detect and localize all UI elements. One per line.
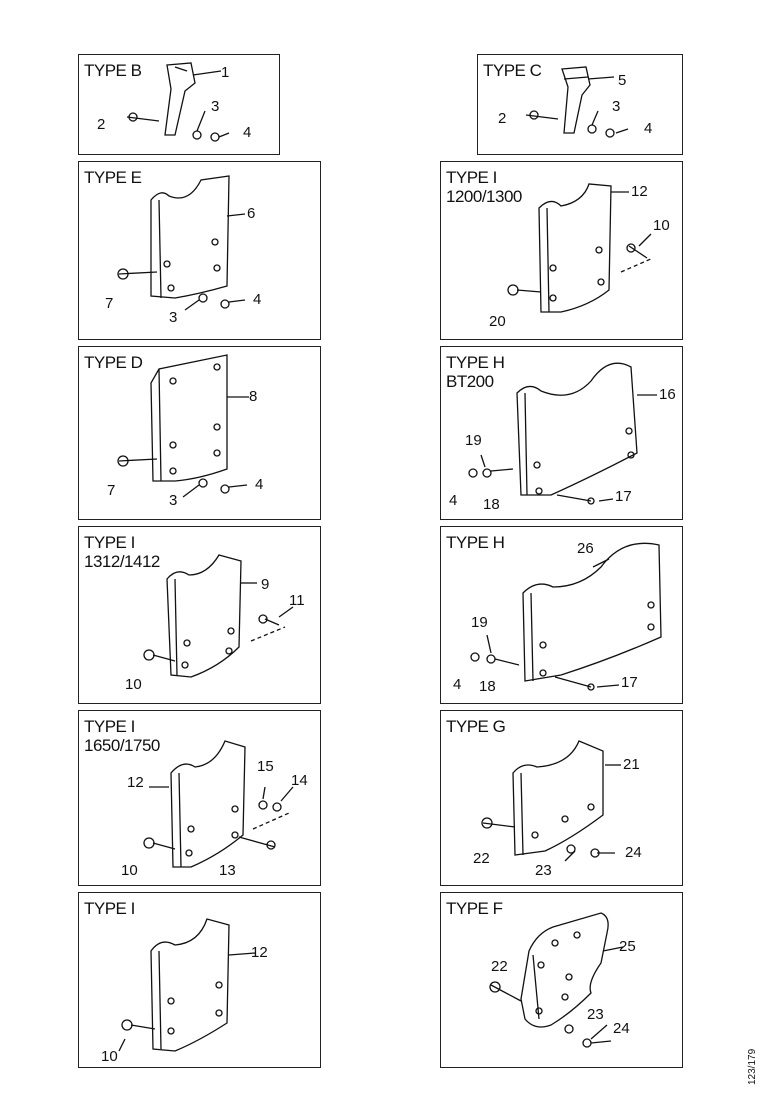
part-label: 18 [479, 678, 496, 695]
type-i-1650-drawing [143, 740, 294, 868]
part-label: 2 [97, 116, 106, 133]
panel-title: TYPE D [84, 353, 143, 372]
panel-title: TYPE G [446, 717, 506, 736]
part-label: 18 [483, 496, 500, 513]
part-label: 13 [219, 862, 236, 879]
type-h-bt200-drawing [468, 362, 657, 505]
panel-title: TYPE H [446, 533, 505, 552]
panel-type-i: TYPE I 12 10 [78, 892, 321, 1068]
part-label: 24 [625, 844, 642, 861]
part-label: 26 [577, 540, 594, 557]
part-label: 23 [535, 862, 552, 879]
part-label: 17 [615, 488, 632, 505]
panel-type-f: TYPE F 22 25 23 24 [440, 892, 683, 1068]
part-label: 23 [587, 1006, 604, 1023]
type-d-drawing [117, 354, 249, 498]
panel-type-i-1650-1750: TYPE I 1650/1750 12 15 14 10 13 [78, 710, 321, 886]
type-g-drawing [481, 740, 621, 862]
part-label: 2 [498, 110, 507, 127]
part-label: 4 [644, 120, 653, 137]
panel-type-h-bt200: TYPE H BT200 16 19 4 18 17 [440, 346, 683, 520]
part-label: 10 [125, 676, 142, 693]
panel-type-d: TYPE D 8 7 3 4 [78, 346, 321, 520]
panel-type-e: TYPE E 6 7 3 4 [78, 161, 321, 340]
panel-title: TYPE B [84, 61, 142, 80]
part-label: 15 [257, 758, 274, 775]
part-label: 3 [169, 492, 178, 509]
part-label: 4 [253, 291, 262, 308]
part-label: 4 [243, 124, 252, 141]
part-label: 8 [249, 388, 258, 405]
part-label: 21 [623, 756, 640, 773]
part-label: 7 [107, 482, 116, 499]
panel-type-h: TYPE H 26 19 4 18 17 [440, 526, 683, 704]
part-label: 19 [471, 614, 488, 631]
type-h-drawing [470, 542, 662, 691]
part-label: 6 [247, 205, 256, 222]
part-label: 4 [453, 676, 462, 693]
panel-title: TYPE I [84, 533, 135, 552]
panel-type-i-1312-1412: TYPE I 1312/1412 9 11 10 [78, 526, 321, 704]
part-label: 7 [105, 295, 114, 312]
part-label: 12 [631, 183, 648, 200]
type-b-drawing [126, 62, 230, 142]
part-label: 11 [289, 592, 305, 609]
part-label: 22 [473, 850, 490, 867]
panel-type-g: TYPE G 21 22 23 24 [440, 710, 683, 886]
part-label: 10 [101, 1048, 118, 1065]
type-f-drawing [489, 912, 624, 1048]
part-label: 10 [653, 217, 670, 234]
panel-title: TYPE F [446, 899, 503, 918]
panel-type-i-1200-1300: TYPE I 1200/1300 12 10 20 [440, 161, 683, 340]
part-label: 19 [465, 432, 482, 449]
part-label: 4 [255, 476, 264, 493]
figure-reference: 123/179 [747, 1048, 758, 1085]
part-label: 16 [659, 386, 676, 403]
type-c-drawing [525, 66, 629, 138]
panel-subtitle: 1312/1412 [84, 552, 160, 571]
part-label: 9 [261, 576, 270, 593]
panel-subtitle: 1650/1750 [84, 736, 160, 755]
part-label: 10 [121, 862, 138, 879]
panel-subtitle: 1200/1300 [446, 187, 522, 206]
part-label: 12 [127, 774, 144, 791]
part-label: 17 [621, 674, 638, 691]
panel-title: TYPE I [84, 717, 135, 736]
part-label: 12 [251, 944, 268, 961]
panel-subtitle: BT200 [446, 372, 494, 391]
type-i-drawing [118, 918, 256, 1052]
type-i-1312-drawing [143, 554, 294, 678]
part-label: 22 [491, 958, 508, 975]
part-label: 14 [291, 772, 308, 789]
part-label: 1 [221, 64, 230, 81]
part-label: 3 [612, 98, 621, 115]
panel-title: TYPE I [446, 168, 497, 187]
panel-title: TYPE H [446, 353, 505, 372]
type-i-1200-drawing [507, 183, 654, 313]
part-label: 3 [169, 309, 178, 326]
part-label: 5 [618, 72, 627, 89]
part-label: 20 [489, 313, 506, 330]
type-e-drawing [117, 175, 246, 311]
part-label: 4 [449, 492, 458, 509]
part-label: 3 [211, 98, 220, 115]
panel-title: TYPE E [84, 168, 142, 187]
part-label: 25 [619, 938, 636, 955]
panel-title: TYPE C [483, 61, 542, 80]
panel-type-b: TYPE B 1 2 3 4 [78, 54, 280, 155]
panel-title: TYPE I [84, 899, 135, 918]
panel-type-c: TYPE C 5 2 3 4 [477, 54, 683, 155]
part-label: 24 [613, 1020, 630, 1037]
